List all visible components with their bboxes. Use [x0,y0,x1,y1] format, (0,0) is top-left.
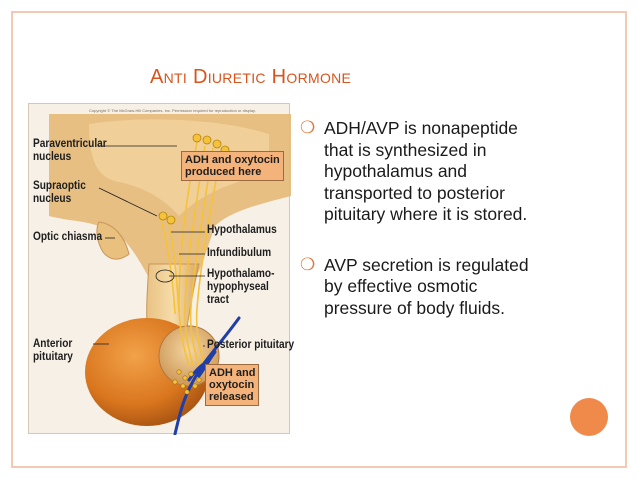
slide-title: Anti Diuretic Hormone [150,66,352,88]
pituitary-diagram: Copyright © The McGraw-Hill Companies, I… [28,103,294,435]
box-adh-oxytocin-produced: ADH and oxytocin produced here [181,151,284,181]
bullet-ring-icon: ❍ [300,118,316,138]
slide-frame [11,11,627,468]
bullet-text: ADH/AVP is nonapeptide that is synthesiz… [324,118,528,224]
label-hypothalamo-hypophyseal-tract: Hypothalamo- hypophyseal tract [207,268,275,306]
label-hypothalamus: Hypothalamus [207,224,277,236]
copyright-notice: Copyright © The McGraw-Hill Companies, I… [89,108,256,113]
bullet-list: ❍ ADH/AVP is nonapeptide that is synthes… [300,118,530,319]
label-infundibulum: Infundibulum [207,247,272,259]
bullet-ring-icon: ❍ [300,254,316,275]
label-paraventricular-nucleus: Paraventricular nucleus [33,138,107,163]
box-adh-oxytocin-released: ADH and oxytocin released [205,364,260,406]
bullet-item: ❍ ADH/AVP is nonapeptide that is synthes… [300,118,530,226]
corner-decoration-dot [570,398,608,436]
label-anterior-pituitary: Anterior pituitary [33,338,73,363]
label-optic-chiasma: Optic chiasma [33,231,103,243]
label-posterior-pituitary: Posterior pituitary [207,339,295,351]
bullet-item: ❍ AVP secretion is regulated by effectiv… [300,255,530,320]
label-supraoptic-nucleus: Supraoptic nucleus [33,180,86,205]
bullet-text: AVP secretion is regulated by effective … [324,254,529,318]
